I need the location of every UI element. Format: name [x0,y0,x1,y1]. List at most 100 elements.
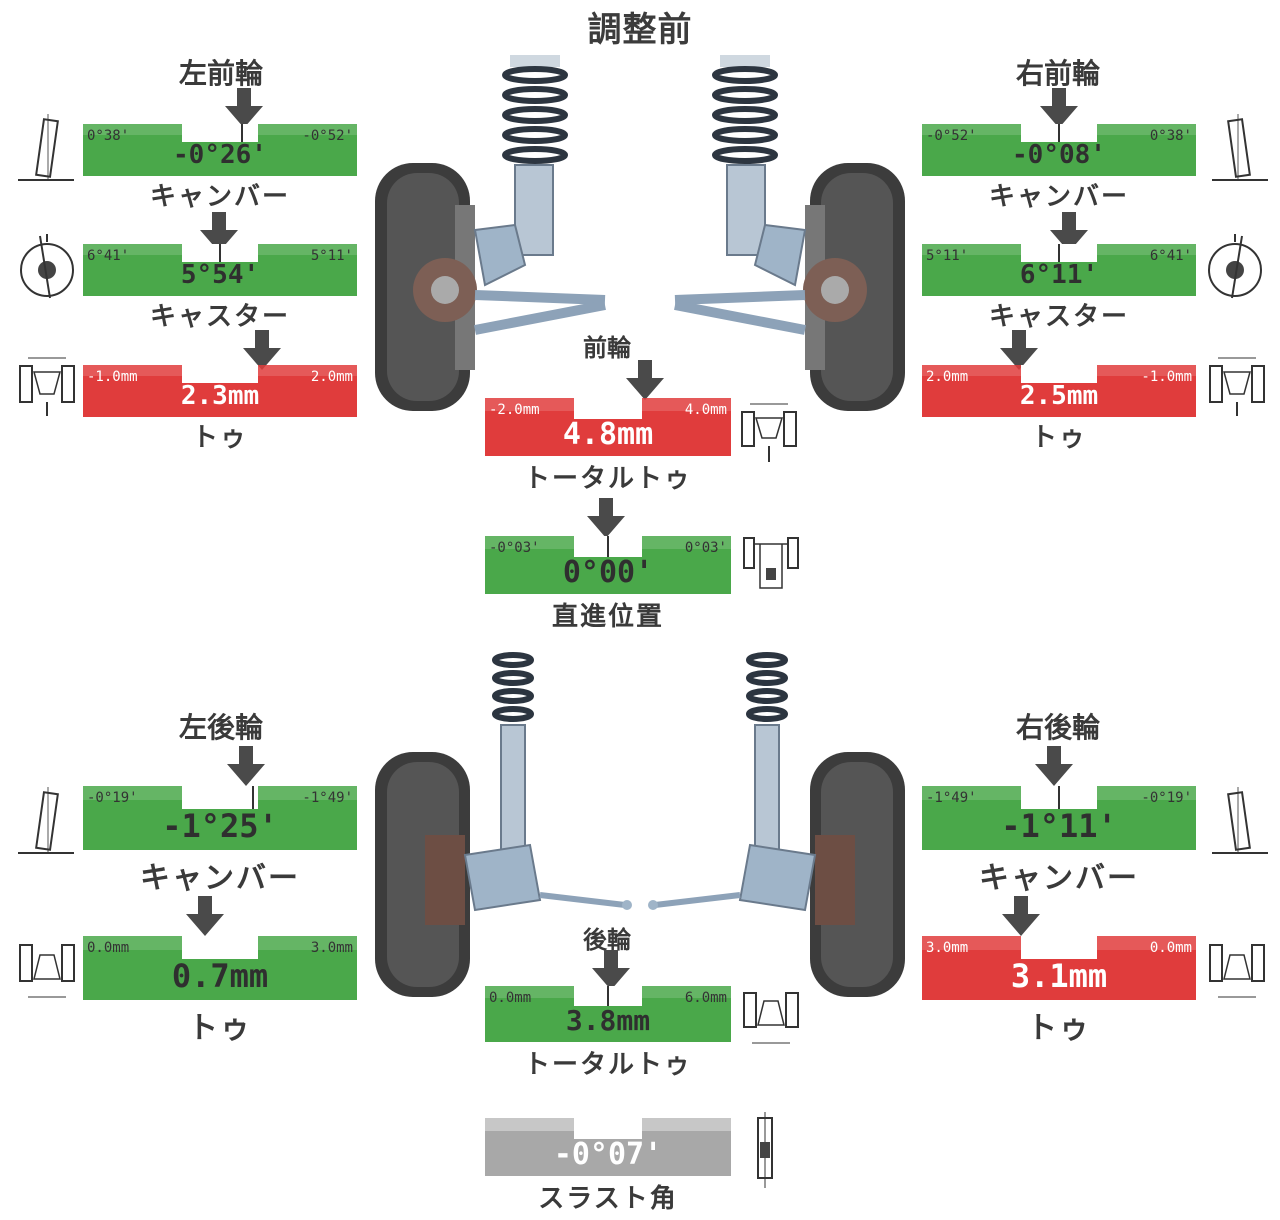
gauge-min-value: 0°38' [87,128,130,144]
gauge-max-value: 2.0mm [310,369,353,385]
down-arrow-icon [1040,88,1078,128]
gauge-body [485,1118,731,1176]
gauge-value: -1°25' [162,807,278,845]
thrust-angle-label: スラスト角 [538,1184,678,1214]
gauge-min-value: -0°03' [489,540,540,556]
gauge-min-value: -2.0mm [489,402,540,418]
gauge-body [83,244,357,296]
gauge-max-value: -0°52' [302,128,353,144]
gauge-min-value: 0.0mm [87,940,130,956]
straight-ahead-label: 直進位置 [551,602,664,632]
gauge-value: 2.5mm [1019,381,1099,411]
caster-diagram-icon [20,234,74,299]
down-arrow-icon [186,896,224,936]
gauge-body [922,244,1196,296]
toe-diagram-icon [19,944,75,998]
down-arrow-icon [592,950,630,990]
gauge-max-value: 6.0mm [684,990,727,1006]
thrust-angle-diagram-icon [757,1112,773,1188]
camber-diagram-icon [18,114,74,181]
gauge-value: -0°07' [553,1137,663,1172]
gauge-body [83,936,357,1000]
down-arrow-icon [227,746,265,786]
front-right-caster-label: キャスター [988,302,1129,332]
down-arrow-icon [243,330,281,370]
gauge-min-value: 2.0mm [926,369,969,385]
gauge-max-value: 4.0mm [684,402,727,418]
gauge-value: 2.3mm [180,381,260,411]
gauge-body [485,986,731,1042]
toe-diagram-icon [19,357,75,416]
down-arrow-icon [1050,212,1088,252]
rear-left-camber-label: キャンバー [140,861,300,896]
down-arrow-icon [200,212,238,252]
front-suspension-image [375,55,905,411]
front-right-caster-gauge: 5°11' 6°41' 6°11' [922,244,1196,296]
down-arrow-icon [626,360,664,400]
gauge-max-value: 0°03' [684,540,727,556]
front-left-toe-label: トゥ [191,423,248,453]
gauge-max-value: 5°11' [310,248,353,264]
caster-diagram-icon [1208,234,1262,299]
straight-ahead-gauge: -0°03' 0°03' 0°00' [485,536,731,594]
rear-left-camber-gauge: -0°19' -1°49' -1°25' [83,786,357,850]
gauge-body [485,398,731,456]
rear-left-toe-label: トゥ [188,1011,252,1046]
toe-diagram-icon [1209,944,1265,998]
gauge-value: -0°08' [1012,140,1106,170]
down-arrow-icon [1035,746,1073,786]
down-arrow-icon [587,498,625,538]
gauge-min-value: -0°52' [926,128,977,144]
front-left-caster-gauge: 6°41'5°11'5°54' [83,244,357,296]
gauge-min-value: -1.0mm [87,369,138,385]
rear-suspension-image [375,652,905,997]
front-right-toe-gauge: 2.0mm -1.0mm 2.5mm [922,365,1196,417]
rear-left-heading: 左後輪 [178,711,263,744]
rear-total-toe-label: トータルトゥ [523,1050,692,1080]
gauge-max-value: -1.0mm [1141,369,1192,385]
gauge-min-value: -1°49' [926,790,977,806]
gauge-max-value: 6°41' [1149,248,1192,264]
front-axle-heading: 前輪 [583,334,631,362]
front-total-toe-label: トータルトゥ [523,464,692,494]
straight-ahead-diagram-icon [743,537,799,589]
front-right-heading: 右前輪 [1015,57,1100,90]
gauge-body [922,936,1196,1000]
front-left-heading: 左前輪 [178,57,263,90]
gauge-min-value: 6°41' [87,248,130,264]
gauge-value: 0°00' [562,555,654,590]
front-total-toe-gauge: -2.0mm 4.0mm 4.8mm [485,398,731,456]
gauge-value: 4.8mm [562,417,654,452]
gauge-min-value: 3.0mm [926,940,969,956]
down-arrow-icon [225,88,263,128]
front-right-camber-label: キャンバー [988,182,1129,212]
toe-diagram-icon [1209,357,1265,416]
front-right-camber-gauge: -0°52' 0°38' -0°08' [922,124,1196,176]
gauge-value: 3.1mm [1010,957,1108,995]
front-left-toe-gauge: -1.0mm 2.0mm 2.3mm [83,365,357,417]
gauge-max-value: 0°38' [1149,128,1192,144]
rear-right-toe-label: トゥ [1027,1011,1091,1046]
thrust-angle-gauge: -0°07' [485,1118,731,1176]
front-left-camber-gauge: 0°38' -0°52' -0°26' [83,124,357,176]
gauge-value: -1°11' [1001,807,1117,845]
front-right-toe-label: トゥ [1030,423,1087,453]
gauge-value: 0.7mm [171,957,269,995]
gauge-min-value: 5°11' [926,248,969,264]
gauge-body [83,786,357,850]
gauge-max-value: -1°49' [302,790,353,806]
down-arrow-icon [1000,330,1038,370]
total-toe-diagram-icon [743,992,799,1044]
gauge-body [83,365,357,417]
gauge-max-value: -0°19' [1141,790,1192,806]
gauge-body [83,124,357,176]
gauge-value: -0°26' [173,140,267,170]
front-left-camber-label: キャンバー [149,182,290,212]
gauge-value: 6°11' [1019,260,1099,290]
gauge-min-value: -0°19' [87,790,138,806]
gauge-body [922,365,1196,417]
front-left-caster-label: キャスター [149,302,290,332]
gauge-min-value: 0.0mm [489,990,532,1006]
page-title: 調整前 [587,10,693,50]
